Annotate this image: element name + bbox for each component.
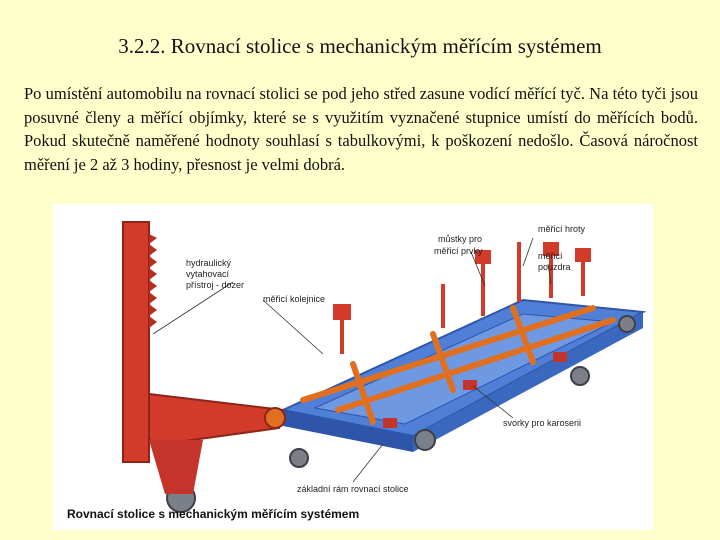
label-bridges-2: měřicí prvky [434,246,483,256]
label-sleeves-1: měřicí [538,251,563,261]
wheel-icon [618,315,636,333]
label-hydraulic-2: vytahovací [186,269,230,279]
label-base-frame: základní rám rovnací stolice [297,484,409,494]
label-measuring-rails: měřicí kolejnice [263,294,325,304]
label-sleeves-2: pouzdra [538,262,571,272]
straightening-bench-illustration: hydraulický vytahovací přístroj - dozer … [67,221,647,521]
hydraulic-dozer [122,221,286,513]
body-clamps [383,352,567,428]
figure-caption: Rovnací stolice s mechanickým měřícím sy… [67,507,359,521]
wheel-icon [570,366,590,386]
label-bridges-1: můstky pro [438,234,482,244]
measuring-rails [300,305,616,425]
label-measuring-tips: měřicí hroty [538,224,586,234]
measuring-sleeves [333,242,591,320]
label-hydraulic-1: hydraulický [186,258,232,268]
label-hydraulic-3: přístroj - dozer [186,280,244,290]
wheel-icon [414,429,436,451]
leader-lines [152,237,552,483]
wheel-icon [289,448,309,468]
slide-title: 3.2.2. Rovnací stolice s mechanickým měř… [118,34,602,58]
illustration-figure: hydraulický vytahovací přístroj - dozer … [53,204,653,530]
label-body-clamps: svorky pro karoserii [503,418,581,428]
wheels [289,315,636,468]
body-paragraph: Po umístění automobilu na rovnací stolic… [24,84,698,174]
